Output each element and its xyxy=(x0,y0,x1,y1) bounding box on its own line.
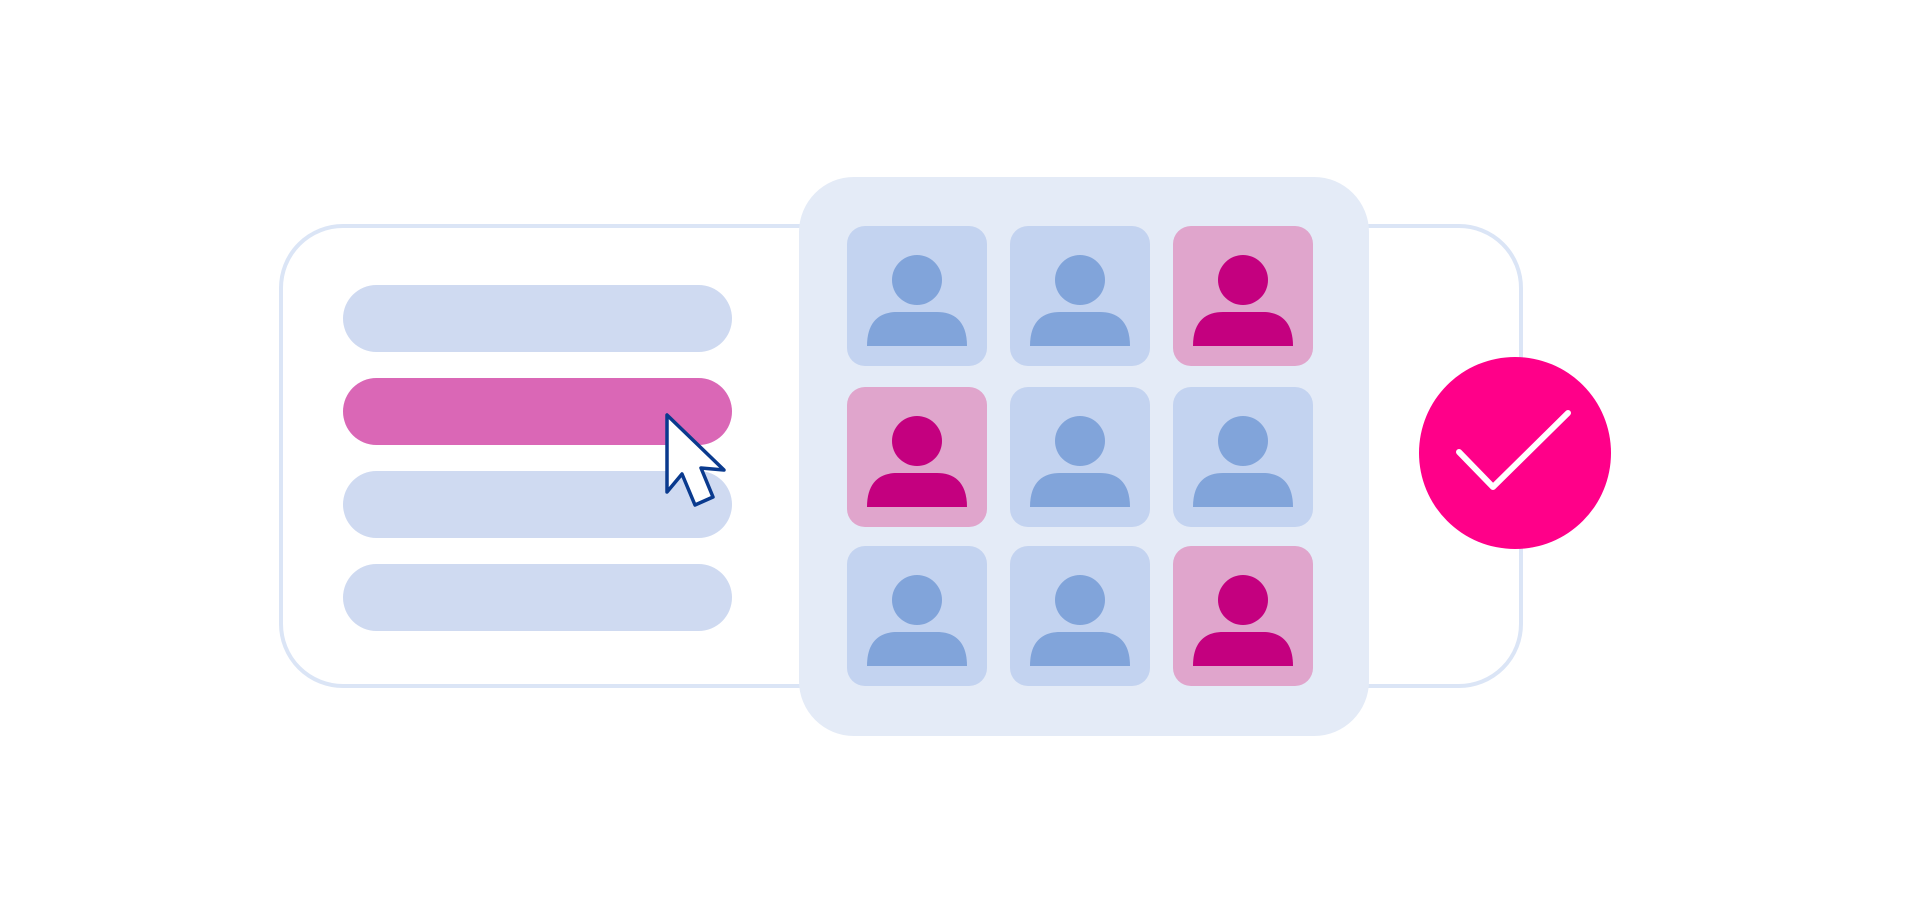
person-icon xyxy=(1030,255,1130,346)
person-icon xyxy=(1193,575,1293,666)
image-tile[interactable] xyxy=(847,546,987,686)
person-icon xyxy=(867,575,967,666)
check-badge xyxy=(1419,357,1611,549)
image-tile[interactable] xyxy=(1010,387,1150,527)
option-list xyxy=(343,285,732,631)
image-tile[interactable] xyxy=(1010,226,1150,366)
list-item[interactable] xyxy=(343,564,732,631)
person-body xyxy=(867,632,967,666)
person-head xyxy=(892,416,942,466)
person-head xyxy=(1218,255,1268,305)
person-body xyxy=(867,473,967,507)
person-head xyxy=(1218,575,1268,625)
list-item[interactable] xyxy=(343,471,732,538)
person-body xyxy=(1030,473,1130,507)
image-tile[interactable] xyxy=(1173,387,1313,527)
person-head xyxy=(1055,416,1105,466)
person-head xyxy=(1218,416,1268,466)
person-head xyxy=(892,255,942,305)
person-body xyxy=(1193,632,1293,666)
person-head xyxy=(892,575,942,625)
image-tile[interactable] xyxy=(1010,546,1150,686)
person-head xyxy=(1055,575,1105,625)
person-icon xyxy=(1193,416,1293,507)
person-icon xyxy=(867,416,967,507)
image-tile-selected[interactable] xyxy=(1173,226,1313,366)
checkmark-icon xyxy=(1456,410,1571,490)
person-icon xyxy=(1030,575,1130,666)
person-icon xyxy=(1030,416,1130,507)
person-icon xyxy=(1193,255,1293,346)
person-head xyxy=(1055,255,1105,305)
image-tile-selected[interactable] xyxy=(847,387,987,527)
person-body xyxy=(1193,312,1293,346)
check-badge-circle xyxy=(1419,357,1611,549)
person-body xyxy=(1030,312,1130,346)
person-icon xyxy=(867,255,967,346)
image-tile[interactable] xyxy=(847,226,987,366)
image-tile-selected[interactable] xyxy=(1173,546,1313,686)
image-grid xyxy=(847,226,1313,686)
mouse-pointer-icon xyxy=(665,413,726,507)
list-item[interactable] xyxy=(343,285,732,352)
person-body xyxy=(1193,473,1293,507)
person-body xyxy=(1030,632,1130,666)
person-body xyxy=(867,312,967,346)
list-item-selected[interactable] xyxy=(343,378,732,445)
